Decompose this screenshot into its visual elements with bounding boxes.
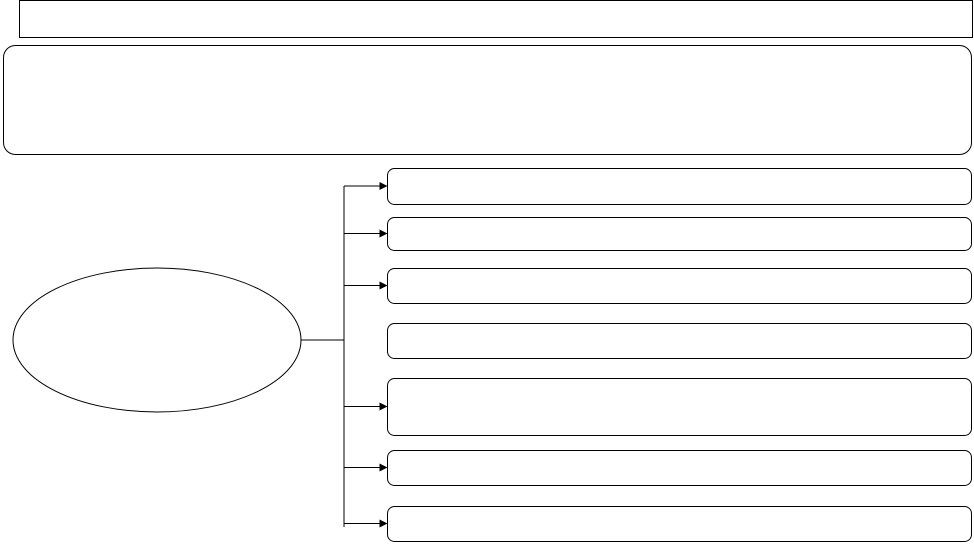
branch-list bbox=[344, 168, 972, 542]
branch-box bbox=[387, 506, 972, 542]
branch-box bbox=[387, 168, 972, 205]
branch-item bbox=[344, 378, 972, 436]
banner-box bbox=[3, 45, 972, 155]
header-box bbox=[19, 0, 973, 38]
branch-item bbox=[344, 217, 972, 251]
branch-box bbox=[387, 268, 972, 304]
connector-trunk bbox=[301, 186, 345, 527]
branch-item bbox=[344, 450, 972, 486]
branch-box bbox=[387, 217, 972, 251]
center-ellipse bbox=[12, 267, 302, 413]
branch-box bbox=[387, 323, 972, 359]
branch-item bbox=[344, 168, 972, 205]
branch-item bbox=[344, 268, 972, 304]
branch-box bbox=[387, 450, 972, 486]
branch-item bbox=[387, 323, 972, 359]
branch-box bbox=[387, 378, 972, 436]
branch-item bbox=[344, 506, 972, 542]
